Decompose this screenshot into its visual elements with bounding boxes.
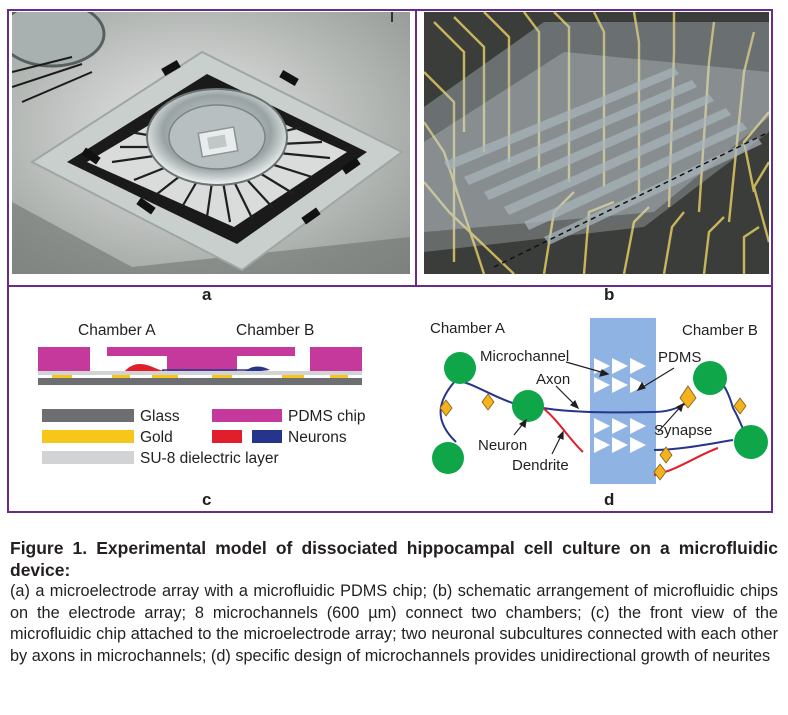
su8-layer [38, 371, 362, 375]
legend-pdms-label: PDMS chip [288, 408, 366, 425]
glass-layer [38, 378, 362, 385]
chamber-b-label: Chamber B [682, 322, 758, 339]
legend-su8-swatch [42, 451, 134, 464]
channel-triangles [594, 358, 646, 453]
chamber-b-label: Chamber B [236, 322, 314, 339]
axon-label: Axon [536, 371, 570, 388]
pdms-right-wall [310, 347, 362, 371]
panel-c-label: c [202, 490, 212, 509]
panel-divider-horizontal [9, 285, 771, 287]
microchannel-label: Microchannel [480, 348, 569, 365]
pdms-block [590, 318, 656, 484]
panel-a-photo [12, 12, 410, 274]
panel-divider-vertical [415, 11, 417, 287]
neuron-cell [512, 390, 544, 422]
panel-a-label: a [202, 285, 212, 304]
microchannels [444, 67, 762, 245]
synapses [439, 385, 747, 481]
neuron-cell [734, 425, 768, 459]
dendrite-label: Dendrite [512, 457, 569, 474]
figure-caption: Figure 1. Experimental model of dissocia… [10, 537, 778, 667]
gold-electrodes [52, 375, 348, 378]
neuron-cell [444, 352, 476, 384]
neuron-label: Neuron [478, 437, 527, 454]
pdms-label: PDMS [658, 349, 701, 366]
panel-d-design: Chamber A Chamber B Microchannel PDMS Ax… [418, 290, 771, 510]
chamber-a-label: Chamber A [78, 322, 156, 339]
dendrite-line [542, 407, 584, 453]
neuron-red [124, 364, 172, 372]
pdms-left-wall [38, 347, 90, 371]
pdms-top-bar [107, 347, 295, 356]
legend-neurons-label: Neurons [288, 429, 347, 446]
synapse-label: Synapse [654, 422, 712, 439]
panel-d-label: d [604, 490, 615, 509]
panel-b-label: b [604, 285, 615, 304]
legend-pdms-swatch [212, 409, 282, 422]
chamber-a-label: Chamber A [430, 320, 505, 337]
panel-b-schematic [424, 12, 769, 274]
legend-neuron-blue-swatch [252, 430, 282, 443]
panel-c-front-view: Chamber A Chamber B Glass Gold SU-8 diel… [12, 290, 412, 510]
legend-gold-swatch [42, 430, 134, 443]
legend-gold-label: Gold [140, 429, 173, 446]
neuron-cell [432, 442, 464, 474]
pdms-center-block [167, 356, 237, 371]
legend-glass-swatch [42, 409, 134, 422]
neuron-cell [693, 361, 727, 395]
legend-su8-label: SU-8 dielectric layer [140, 450, 279, 467]
figure-frame [7, 9, 773, 513]
caption-body: (a) a microelectrode array with a microf… [10, 582, 778, 665]
legend-glass-label: Glass [140, 408, 180, 425]
caption-title: Figure 1. Experimental model of dissocia… [10, 538, 778, 580]
legend-neuron-red-swatch [212, 430, 242, 443]
